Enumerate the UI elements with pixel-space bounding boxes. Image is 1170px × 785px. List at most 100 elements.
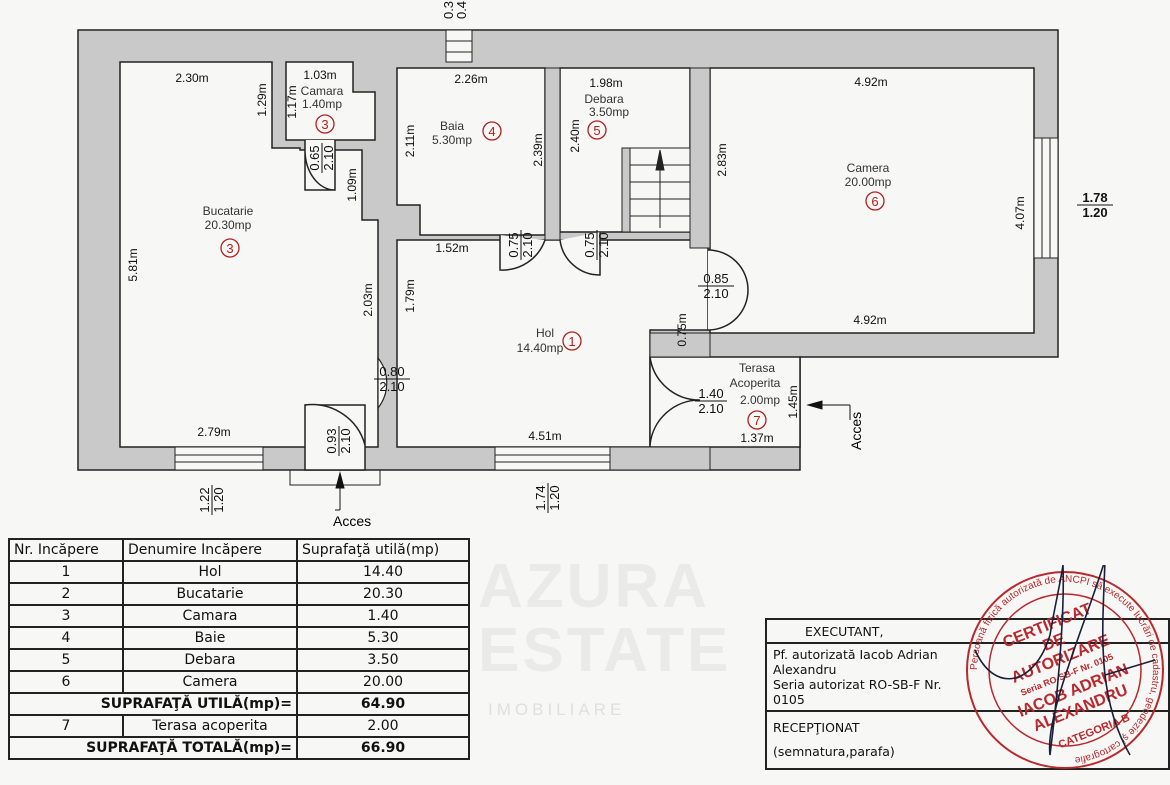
- room-number-bucatarie: 3: [226, 241, 233, 256]
- room-area-bucatarie: 20.30mp: [205, 218, 252, 232]
- subtotal-row: SUPRAFAŢĂ UTILĂ(mp)=64.90: [8, 692, 470, 716]
- header-area: Suprafaţă utilă(mp): [296, 538, 470, 562]
- dim-label: 5.81m: [126, 248, 140, 281]
- opening-width: 0.80: [379, 364, 404, 379]
- floor-plan: Camara 1.40mp Bucatarie 20.30mp Baia 5.3…: [77, 1, 1113, 529]
- dim-label: 4.92m: [853, 313, 886, 327]
- opening-height: 1.20: [547, 485, 562, 510]
- opening-height: 2.10: [596, 232, 611, 257]
- cell-name: Debara: [122, 648, 298, 672]
- dim-label: 2.83m: [715, 143, 729, 176]
- cell-area: 5.30: [296, 626, 470, 650]
- cell-name: Terasa acoperita: [122, 714, 298, 738]
- dim-label: 2.26m: [454, 72, 487, 86]
- room-camara: [285, 61, 376, 141]
- room-area-camera: 20.00mp: [845, 175, 892, 189]
- cell-area: 20.30: [296, 582, 470, 606]
- room-name-camera: Camera: [847, 161, 890, 175]
- opening-width: 0.75: [506, 232, 521, 257]
- cell-name: Camara: [122, 604, 298, 628]
- access-label-bottom: Acces: [333, 513, 371, 529]
- watermark-subtitle: IMOBILIARE: [488, 700, 626, 719]
- opening-width: 1.22: [197, 487, 212, 512]
- room-name-terasa: Terasa: [739, 361, 775, 375]
- dim-label: 1.37m: [740, 431, 773, 445]
- dim-label: 2.11m: [403, 125, 417, 157]
- executant-line1: Pf. autorizată Iacob Adrian Alexandru: [773, 647, 938, 677]
- dim-label: 2.79m: [197, 425, 230, 439]
- opening-width: 1.40: [698, 386, 723, 401]
- total-value: 66.90: [296, 736, 470, 760]
- executant-line2: Seria autorizat RO-SB-F Nr. 0105: [773, 677, 942, 707]
- header-name: Denumire Incăpere: [122, 538, 298, 562]
- dim-label: 1.45m: [786, 385, 800, 418]
- cell-area: 20.00: [296, 670, 470, 694]
- dim-label: 1.98m: [589, 76, 622, 90]
- opening-height: 1.20: [211, 487, 226, 512]
- cell-name: Baie: [122, 626, 298, 650]
- cell-area: 2.00: [296, 714, 470, 738]
- subtotal-label: SUPRAFAŢĂ UTILĂ(mp)=: [8, 692, 298, 716]
- room-number-hol: 1: [568, 334, 575, 349]
- opening-width: 0.65: [307, 145, 322, 170]
- dim-label: 1.09m: [345, 168, 359, 201]
- room-area-debara: 3.50mp: [589, 105, 629, 119]
- entry-step: [289, 470, 381, 486]
- room-number-camera: 6: [871, 194, 878, 209]
- signature: [974, 565, 1156, 756]
- dim-label: 2.39m: [531, 133, 545, 166]
- cell-nr: 1: [8, 560, 124, 584]
- dim-label: 0.75m: [675, 313, 689, 346]
- doors: [304, 140, 749, 471]
- room-area-camara: 1.40mp: [302, 97, 342, 111]
- cell-nr: 5: [8, 648, 124, 672]
- dim-label: 4.51m: [528, 429, 561, 443]
- cell-name: Hol: [122, 560, 298, 584]
- opening-height: 2.10: [698, 401, 723, 416]
- dim-label: 1.79m: [403, 279, 417, 312]
- opening-height: 2.10: [703, 286, 728, 301]
- room-number-baia: 4: [488, 124, 495, 139]
- cell-area: 14.40: [296, 560, 470, 584]
- room-area-terasa: 2.00mp: [740, 393, 780, 407]
- dim-label: 1.29m: [255, 83, 269, 116]
- dim-label: 1.17m: [285, 85, 299, 118]
- opening-width: 0.93: [324, 428, 339, 453]
- dim-label: 4.07m: [1013, 196, 1027, 229]
- cell-area: 1.40: [296, 604, 470, 628]
- room-name-hol: Hol: [536, 326, 554, 340]
- opening-width: 0.75: [582, 232, 597, 257]
- opening-height: 2.10: [338, 428, 353, 453]
- dim-label: 2.30m: [175, 71, 208, 85]
- dim-label: 2.03m: [361, 283, 375, 316]
- total-label: SUPRAFAŢĂ TOTALĂ(mp)=: [8, 736, 298, 760]
- access-arrow-bottom: [335, 471, 345, 511]
- opening-height: 0.4: [454, 1, 469, 19]
- stairs: [621, 147, 691, 233]
- room-terasa: [649, 356, 801, 448]
- opening-height: 2.10: [379, 379, 404, 394]
- windows: [174, 29, 1059, 471]
- room-number-camara: 3: [321, 117, 328, 132]
- header-nr: Nr. Incăpere: [8, 538, 124, 562]
- room-name-debara: Debara: [584, 92, 624, 106]
- room-area-baia: 5.30mp: [432, 133, 472, 147]
- total-row: SUPRAFAŢĂ TOTALĂ(mp)=66.90: [8, 736, 470, 760]
- opening-width: 1.74: [533, 485, 548, 510]
- wall-segment: [544, 67, 561, 241]
- wall-segment: [649, 332, 711, 358]
- wall-segment: [689, 67, 711, 249]
- cell-nr: 7: [8, 714, 124, 738]
- room-name-camara: Camara: [301, 84, 344, 98]
- dim-label: 2.40m: [568, 119, 582, 152]
- watermark-title: AZURA ESTATE: [478, 552, 732, 685]
- received-note: (semnatura,parafa): [773, 744, 895, 759]
- dim-label: 4.92m: [854, 75, 887, 89]
